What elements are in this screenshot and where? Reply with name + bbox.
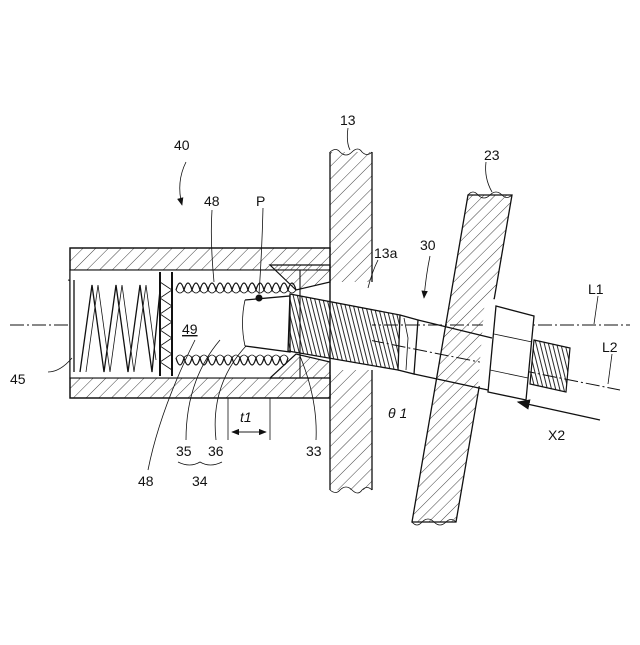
- angle-arc-theta1: [404, 318, 408, 370]
- label-48-top: 48: [204, 193, 220, 209]
- nut: [488, 306, 534, 400]
- label-49: 49: [182, 321, 198, 337]
- label-45: 45: [10, 371, 26, 387]
- label-x2: X2: [548, 427, 565, 443]
- label-13: 13: [340, 112, 356, 128]
- label-23: 23: [484, 147, 500, 163]
- label-30: 30: [420, 237, 436, 253]
- label-l2: L2: [602, 339, 618, 355]
- label-l1: L1: [588, 281, 604, 297]
- bolt-end-threads: [530, 340, 570, 392]
- label-p: P: [256, 193, 265, 209]
- label-40: 40: [174, 137, 190, 153]
- label-33: 33: [306, 443, 322, 459]
- arrow-x2: [518, 402, 600, 420]
- label-48-bottom: 48: [138, 473, 154, 489]
- label-35: 35: [176, 443, 192, 459]
- label-34: 34: [192, 473, 208, 489]
- label-theta1: θ 1: [388, 405, 407, 421]
- label-t1: t1: [240, 409, 252, 425]
- point-p-marker: [256, 295, 263, 302]
- label-36: 36: [208, 443, 224, 459]
- label-13a: 13a: [374, 245, 398, 261]
